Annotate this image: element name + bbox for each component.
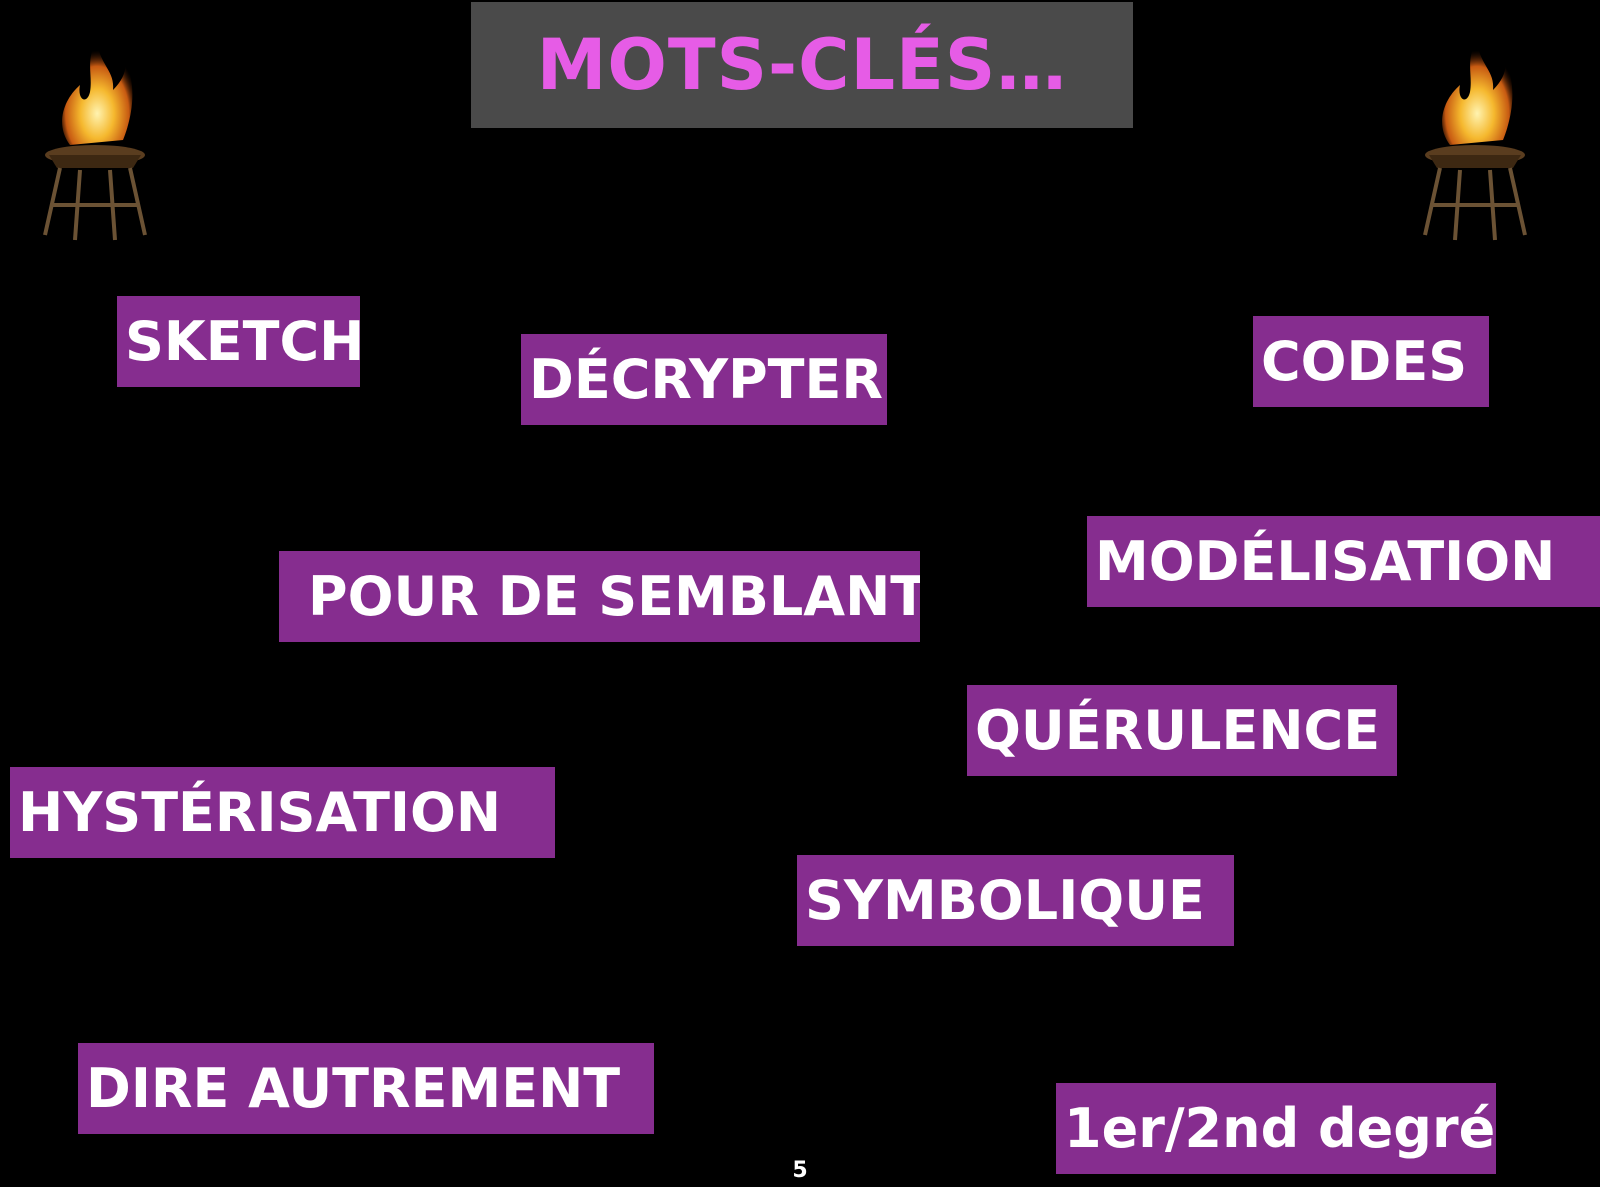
keyword-degre: 1er/2nd degré	[1056, 1083, 1496, 1174]
keyword-codes: CODES	[1253, 316, 1489, 407]
page-title: MOTS-CLÉS…	[536, 24, 1068, 106]
keyword-hysterisation: HYSTÉRISATION	[10, 767, 555, 858]
fire-brazier-icon	[1423, 40, 1527, 241]
keyword-label: QUÉRULENCE	[975, 698, 1381, 762]
keyword-label: CODES	[1261, 329, 1468, 393]
keyword-label: DÉCRYPTER	[529, 347, 883, 411]
fire-brazier-icon	[43, 40, 147, 241]
keyword-label: HYSTÉRISATION	[18, 780, 502, 844]
keyword-querulence: QUÉRULENCE	[967, 685, 1397, 776]
keyword-decrypter: DÉCRYPTER	[521, 334, 887, 425]
keyword-sketch: SKETCH	[117, 296, 360, 387]
keyword-label: SKETCH	[125, 309, 360, 373]
keyword-dire-autrement: DIRE AUTREMENT	[78, 1043, 654, 1134]
keyword-pour-de-semblant: POUR DE SEMBLANT	[279, 551, 920, 642]
page-number: 5	[792, 1158, 808, 1183]
keyword-label: POUR DE SEMBLANT	[308, 564, 920, 628]
keyword-label: MODÉLISATION	[1095, 529, 1556, 593]
keyword-label: SYMBOLIQUE	[805, 868, 1205, 932]
keyword-symbolique: SYMBOLIQUE	[797, 855, 1234, 946]
keyword-modelisation: MODÉLISATION	[1087, 516, 1600, 607]
keyword-label: 1er/2nd degré	[1064, 1096, 1496, 1160]
title-box: MOTS-CLÉS…	[471, 2, 1133, 128]
keyword-label: DIRE AUTREMENT	[86, 1056, 621, 1120]
